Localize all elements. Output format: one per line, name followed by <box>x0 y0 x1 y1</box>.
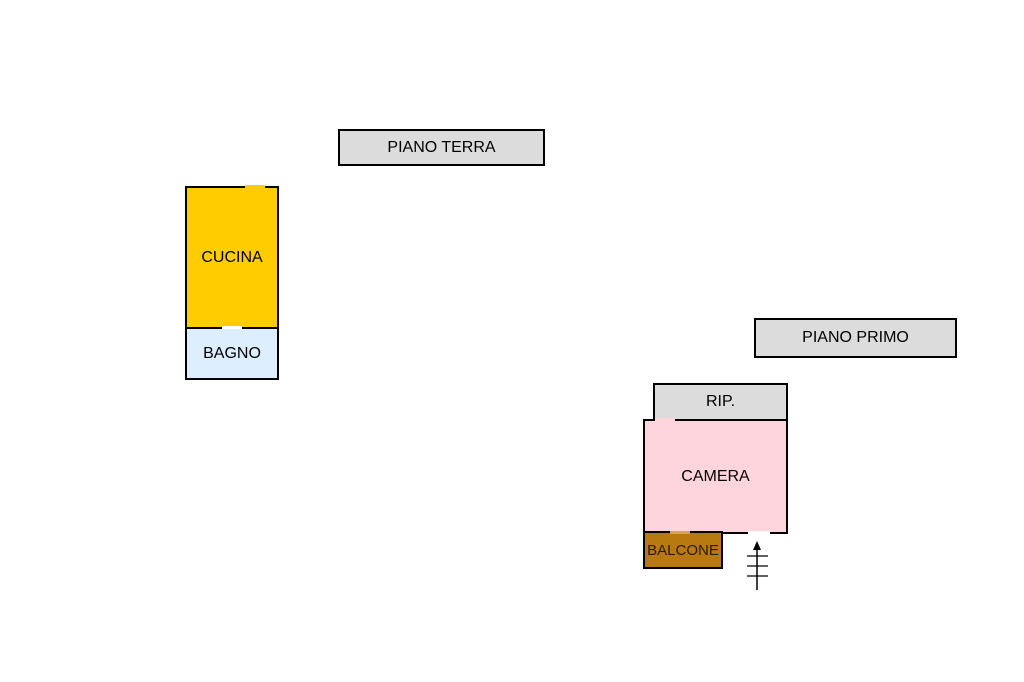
room-kitchen-label: CUCINA <box>201 248 263 266</box>
floor-label-first: PIANO PRIMO <box>754 318 957 358</box>
room-bathroom: BAGNO <box>185 327 279 380</box>
floor-label-ground-text: PIANO TERRA <box>387 138 496 156</box>
floor-label-first-text: PIANO PRIMO <box>802 329 909 346</box>
room-kitchen: CUCINA <box>185 186 279 329</box>
room-balcony-label: BALCONE <box>647 541 719 559</box>
room-bedroom-label: CAMERA <box>681 467 750 485</box>
door-bedroom-balcony <box>670 531 690 534</box>
floor-label-ground: PIANO TERRA <box>338 129 545 166</box>
room-bedroom: CAMERA <box>643 419 788 534</box>
room-balcony: BALCONE <box>643 531 723 569</box>
room-storage-label: RIP. <box>705 393 736 410</box>
door-bedroom-stairs <box>748 531 770 534</box>
room-bathroom-label: BAGNO <box>203 344 261 362</box>
door-storage-bedroom <box>655 418 675 421</box>
door-kitchen-bathroom <box>222 326 242 329</box>
door-kitchen-top <box>245 185 265 188</box>
room-storage: RIP. <box>653 383 788 421</box>
